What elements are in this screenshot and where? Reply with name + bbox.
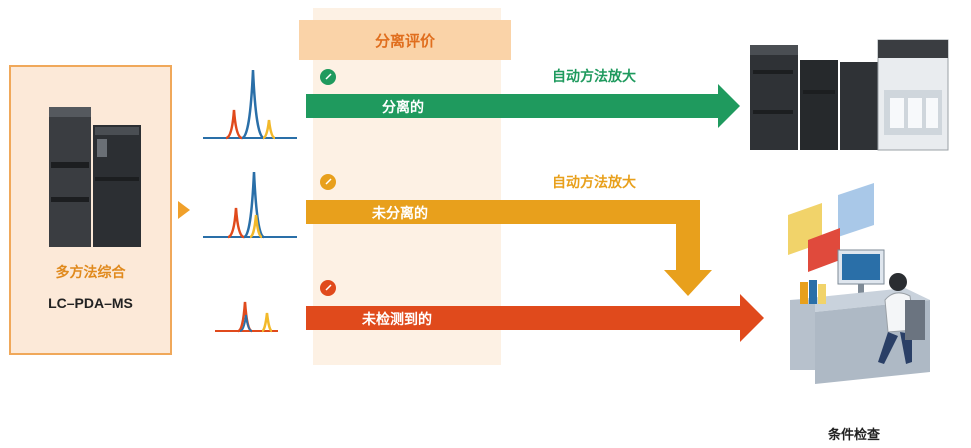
condition-check-caption: 条件检查	[828, 424, 880, 443]
